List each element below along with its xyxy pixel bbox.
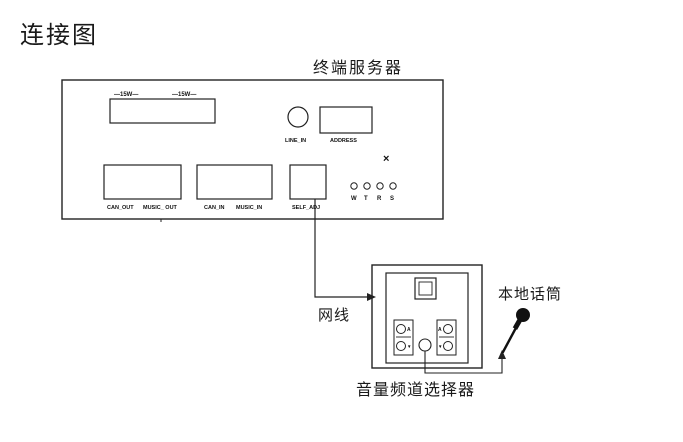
indicator-led-t [363, 182, 371, 190]
indicator-led-s [389, 182, 397, 190]
self-adj-label: SELF_ADJ [292, 205, 320, 211]
right-key-group [436, 319, 457, 356]
right-up-key-label: A [438, 327, 442, 333]
can-in-label: CAN_IN [204, 205, 225, 211]
microphone-label: 本地话筒 [498, 285, 562, 303]
speaker-output-label-1: —15W— [114, 92, 138, 98]
microphone-icon [501, 308, 530, 354]
selector-display-inner [418, 281, 433, 296]
left-volume-down-button [396, 341, 406, 351]
music-in-label: MUSIC_IN [236, 205, 262, 211]
left-down-key-label: ▼ [407, 344, 411, 349]
selector-inner-plate [385, 272, 469, 364]
self-adj-connector [289, 164, 327, 200]
left-up-key-label: A [407, 327, 411, 333]
right-channel-up-button [443, 324, 453, 334]
address-switch [319, 106, 373, 134]
cable-label: 网线 [318, 306, 350, 324]
indicator-label-w: W [351, 196, 357, 202]
microphone-cable [424, 351, 503, 374]
terminal-server-box [61, 79, 444, 220]
left-volume-up-button [396, 324, 406, 334]
selector-label: 音量频道选择器 [356, 380, 475, 399]
speaker-output-connector [109, 98, 216, 124]
selector-display [414, 277, 437, 300]
line-in-jack [287, 106, 309, 128]
network-cable [314, 199, 368, 298]
right-channel-down-button [443, 341, 453, 351]
page-title: 连接图 [20, 21, 98, 49]
music-out-label: MUSIC_ OUT [143, 205, 178, 211]
selector-center-knob [418, 338, 432, 352]
indicator-led-r [376, 182, 384, 190]
selector-outer-plate [371, 264, 483, 369]
indicator-label-t: T [364, 196, 368, 202]
can-in-music-in-connector [196, 164, 273, 200]
server-label: 终端服务器 [313, 58, 403, 77]
indicator-label-r: R [377, 196, 382, 202]
left-key-group [393, 319, 414, 356]
speaker-output-label-2: —15W— [172, 92, 196, 98]
line-in-label: LINE_IN [285, 138, 306, 144]
microphone-cable-arrow-icon [498, 350, 506, 359]
indicator-label-s: S [390, 196, 394, 202]
close-mark-icon: × [383, 153, 389, 165]
right-down-key-label: ▼ [438, 344, 442, 349]
indicator-led-w [350, 182, 358, 190]
can-out-label: CAN_OUT [107, 205, 134, 211]
can-out-music-out-connector [103, 164, 182, 200]
address-label: ADDRESS [330, 138, 357, 144]
